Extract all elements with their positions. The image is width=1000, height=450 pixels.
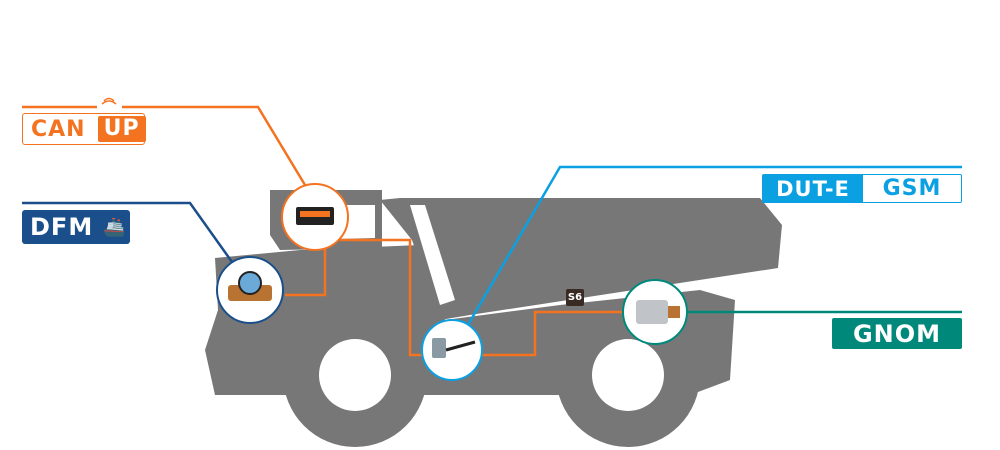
bed-gap: [410, 205, 455, 305]
can-up-device[interactable]: [281, 183, 349, 251]
can-up-label[interactable]: CAN UP: [22, 113, 146, 145]
gnom-label-text: GNOM: [852, 319, 942, 348]
rear-hub: [592, 339, 664, 411]
dfm-label[interactable]: DFM 🚢: [22, 210, 130, 244]
dut-e-label[interactable]: DUT-E GSM: [762, 174, 962, 203]
dfm-label-text: DFM: [30, 213, 94, 241]
can-up-label-left: CAN: [31, 116, 86, 142]
dut-e-leader: [463, 165, 962, 331]
dut-e-device[interactable]: [421, 319, 483, 381]
truck-bed: [380, 198, 782, 320]
front-hub: [319, 339, 391, 411]
dut-e-label-right: GSM: [882, 176, 942, 201]
dfm-leader: [22, 201, 234, 263]
dut-e-label-left: DUT-E: [763, 175, 863, 202]
gnom-device[interactable]: [622, 279, 688, 345]
wifi-icon: [101, 97, 117, 105]
gnom-label[interactable]: GNOM: [832, 318, 962, 349]
can-up-label-right: UP: [97, 116, 146, 142]
can-up-leader-2: [122, 105, 307, 186]
s6-badge: S6: [566, 289, 584, 306]
ship-icon: 🚢: [103, 216, 127, 238]
dfm-device[interactable]: [216, 256, 284, 324]
